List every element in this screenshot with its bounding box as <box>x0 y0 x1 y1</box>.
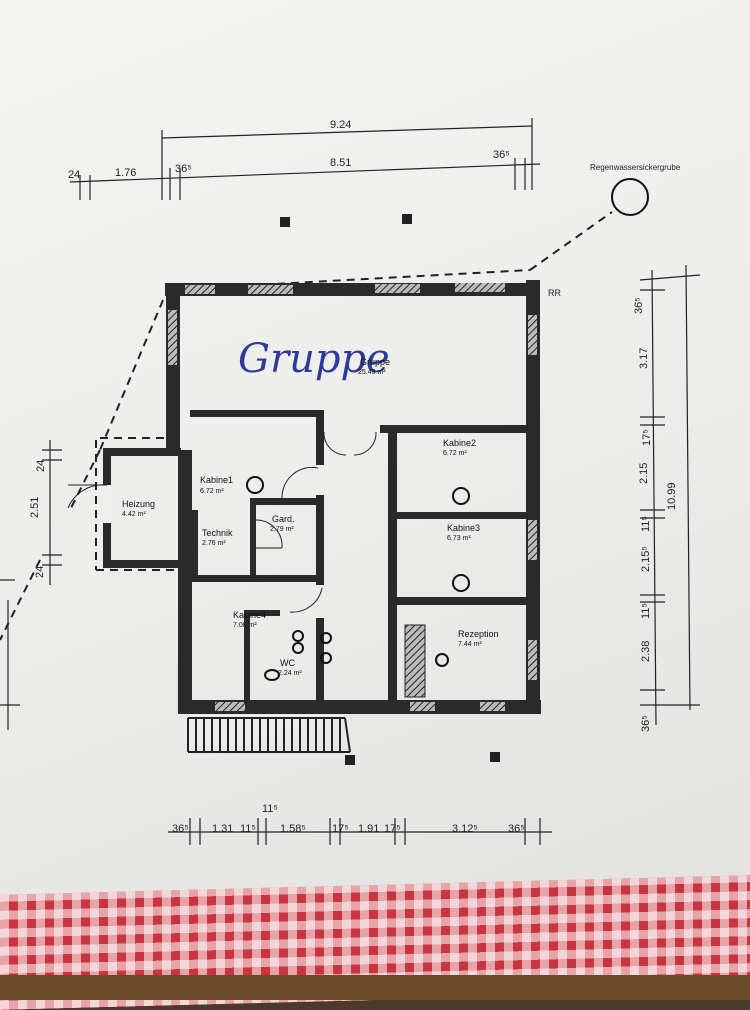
room-technik-name: Technik <box>202 528 233 538</box>
room-technik-area: 2.76 m² <box>202 540 226 547</box>
dim-bottom-b9: 36⁵ <box>508 823 525 835</box>
heizung-annex <box>67 448 181 568</box>
dim-top-total: 9.24 <box>330 119 351 131</box>
dim-bottom-b7: 17⁵ <box>384 823 401 835</box>
left-dimensions <box>0 440 62 730</box>
dim-bottom-above: 11⁵ <box>262 803 278 815</box>
room-gruppe-area: 25.43 m² <box>358 369 386 376</box>
sickergrube-label: Regenwassersickergrube <box>590 163 681 172</box>
dim-top-left-a: 24 <box>68 169 80 181</box>
dim-right-total: 10.99 <box>666 482 678 510</box>
room-wc-area: 2.24 m² <box>278 670 302 677</box>
bottom-dimensions <box>168 818 552 845</box>
right-dimensions <box>639 264 701 726</box>
interior-walls <box>190 410 530 705</box>
table-edge <box>0 975 750 1000</box>
dim-bottom-b8: 3.12⁵ <box>452 823 478 835</box>
room-kabine4-area: 7.08 m² <box>233 622 257 629</box>
room-kabine2-name: Kabine2 <box>443 438 476 448</box>
dim-right-d7: 11⁵ <box>640 603 652 619</box>
dim-bottom-b1: 36⁵ <box>172 823 189 835</box>
dim-right-d4: 2.15 <box>638 463 650 484</box>
floor-plan: Regenwassersickergrube RR <box>0 118 701 845</box>
top-dimensions <box>69 118 541 200</box>
dim-right-d1: 36⁵ <box>633 297 645 314</box>
dim-left-h: 2.51 <box>29 497 41 518</box>
dim-left-b: 24 <box>34 566 46 578</box>
room-gard-name: Gard. <box>272 514 295 524</box>
room-kabine2-area: 6.72 m² <box>443 450 467 457</box>
room-kabine3-name: Kabine3 <box>447 523 480 533</box>
dim-bottom-b5: 17⁵ <box>332 823 349 835</box>
dim-left-a: 24 <box>35 460 47 472</box>
entrance-stairs <box>187 717 351 753</box>
dim-right-d2: 3.17 <box>638 348 650 369</box>
room-rezeption-area: 7.44 m² <box>458 641 482 648</box>
outer-walls <box>165 280 541 714</box>
dim-right-d5: 11⁵ <box>640 516 652 532</box>
room-kabine3-area: 6.73 m² <box>447 535 471 542</box>
room-gard-area: 2.79 m² <box>270 526 294 533</box>
handwritten-gruppe: Gruppe <box>238 336 390 382</box>
dim-right-d8: 2.38 <box>640 641 652 662</box>
room-labels: Gruppe 25.43 m² Kabine1 6.72 m² Kabine2 … <box>122 357 499 677</box>
room-heizung-name: Heizung <box>122 499 155 509</box>
dim-bottom-b2: 1.31 <box>212 823 233 835</box>
rr-label: RR <box>548 288 561 298</box>
room-rezeption-name: Rezeption <box>458 629 499 639</box>
room-kabine1-area: 6.72 m² <box>200 488 224 495</box>
dim-right-d9: 36⁵ <box>640 715 652 732</box>
dim-bottom-b4: 1.58⁵ <box>280 823 306 835</box>
dim-bottom-b3: 11⁵ <box>240 823 256 835</box>
posts <box>280 214 500 765</box>
dim-top-wall-r: 36⁵ <box>493 149 510 161</box>
dim-bottom-b6: 1.91 <box>358 823 379 835</box>
dim-top-inner: 8.51 <box>330 157 351 169</box>
rezeption-counter <box>404 624 426 698</box>
sickergrube-symbol <box>611 178 649 216</box>
door-swings <box>255 431 377 613</box>
room-kabine1-name: Kabine1 <box>200 475 233 485</box>
dim-right-d6: 2.15⁵ <box>640 546 652 572</box>
room-kabine4-name: Kabine4 <box>233 610 266 620</box>
room-heizung-area: 4.42 m² <box>122 511 146 518</box>
dim-top-wall-l: 36⁵ <box>175 163 192 175</box>
dim-right-d3: 17⁵ <box>641 429 653 446</box>
room-wc-name: WC <box>280 658 295 668</box>
fixtures <box>246 476 470 681</box>
room-gruppe-name: Gruppe <box>360 357 390 367</box>
dim-top-left-b: 1.76 <box>115 167 136 179</box>
